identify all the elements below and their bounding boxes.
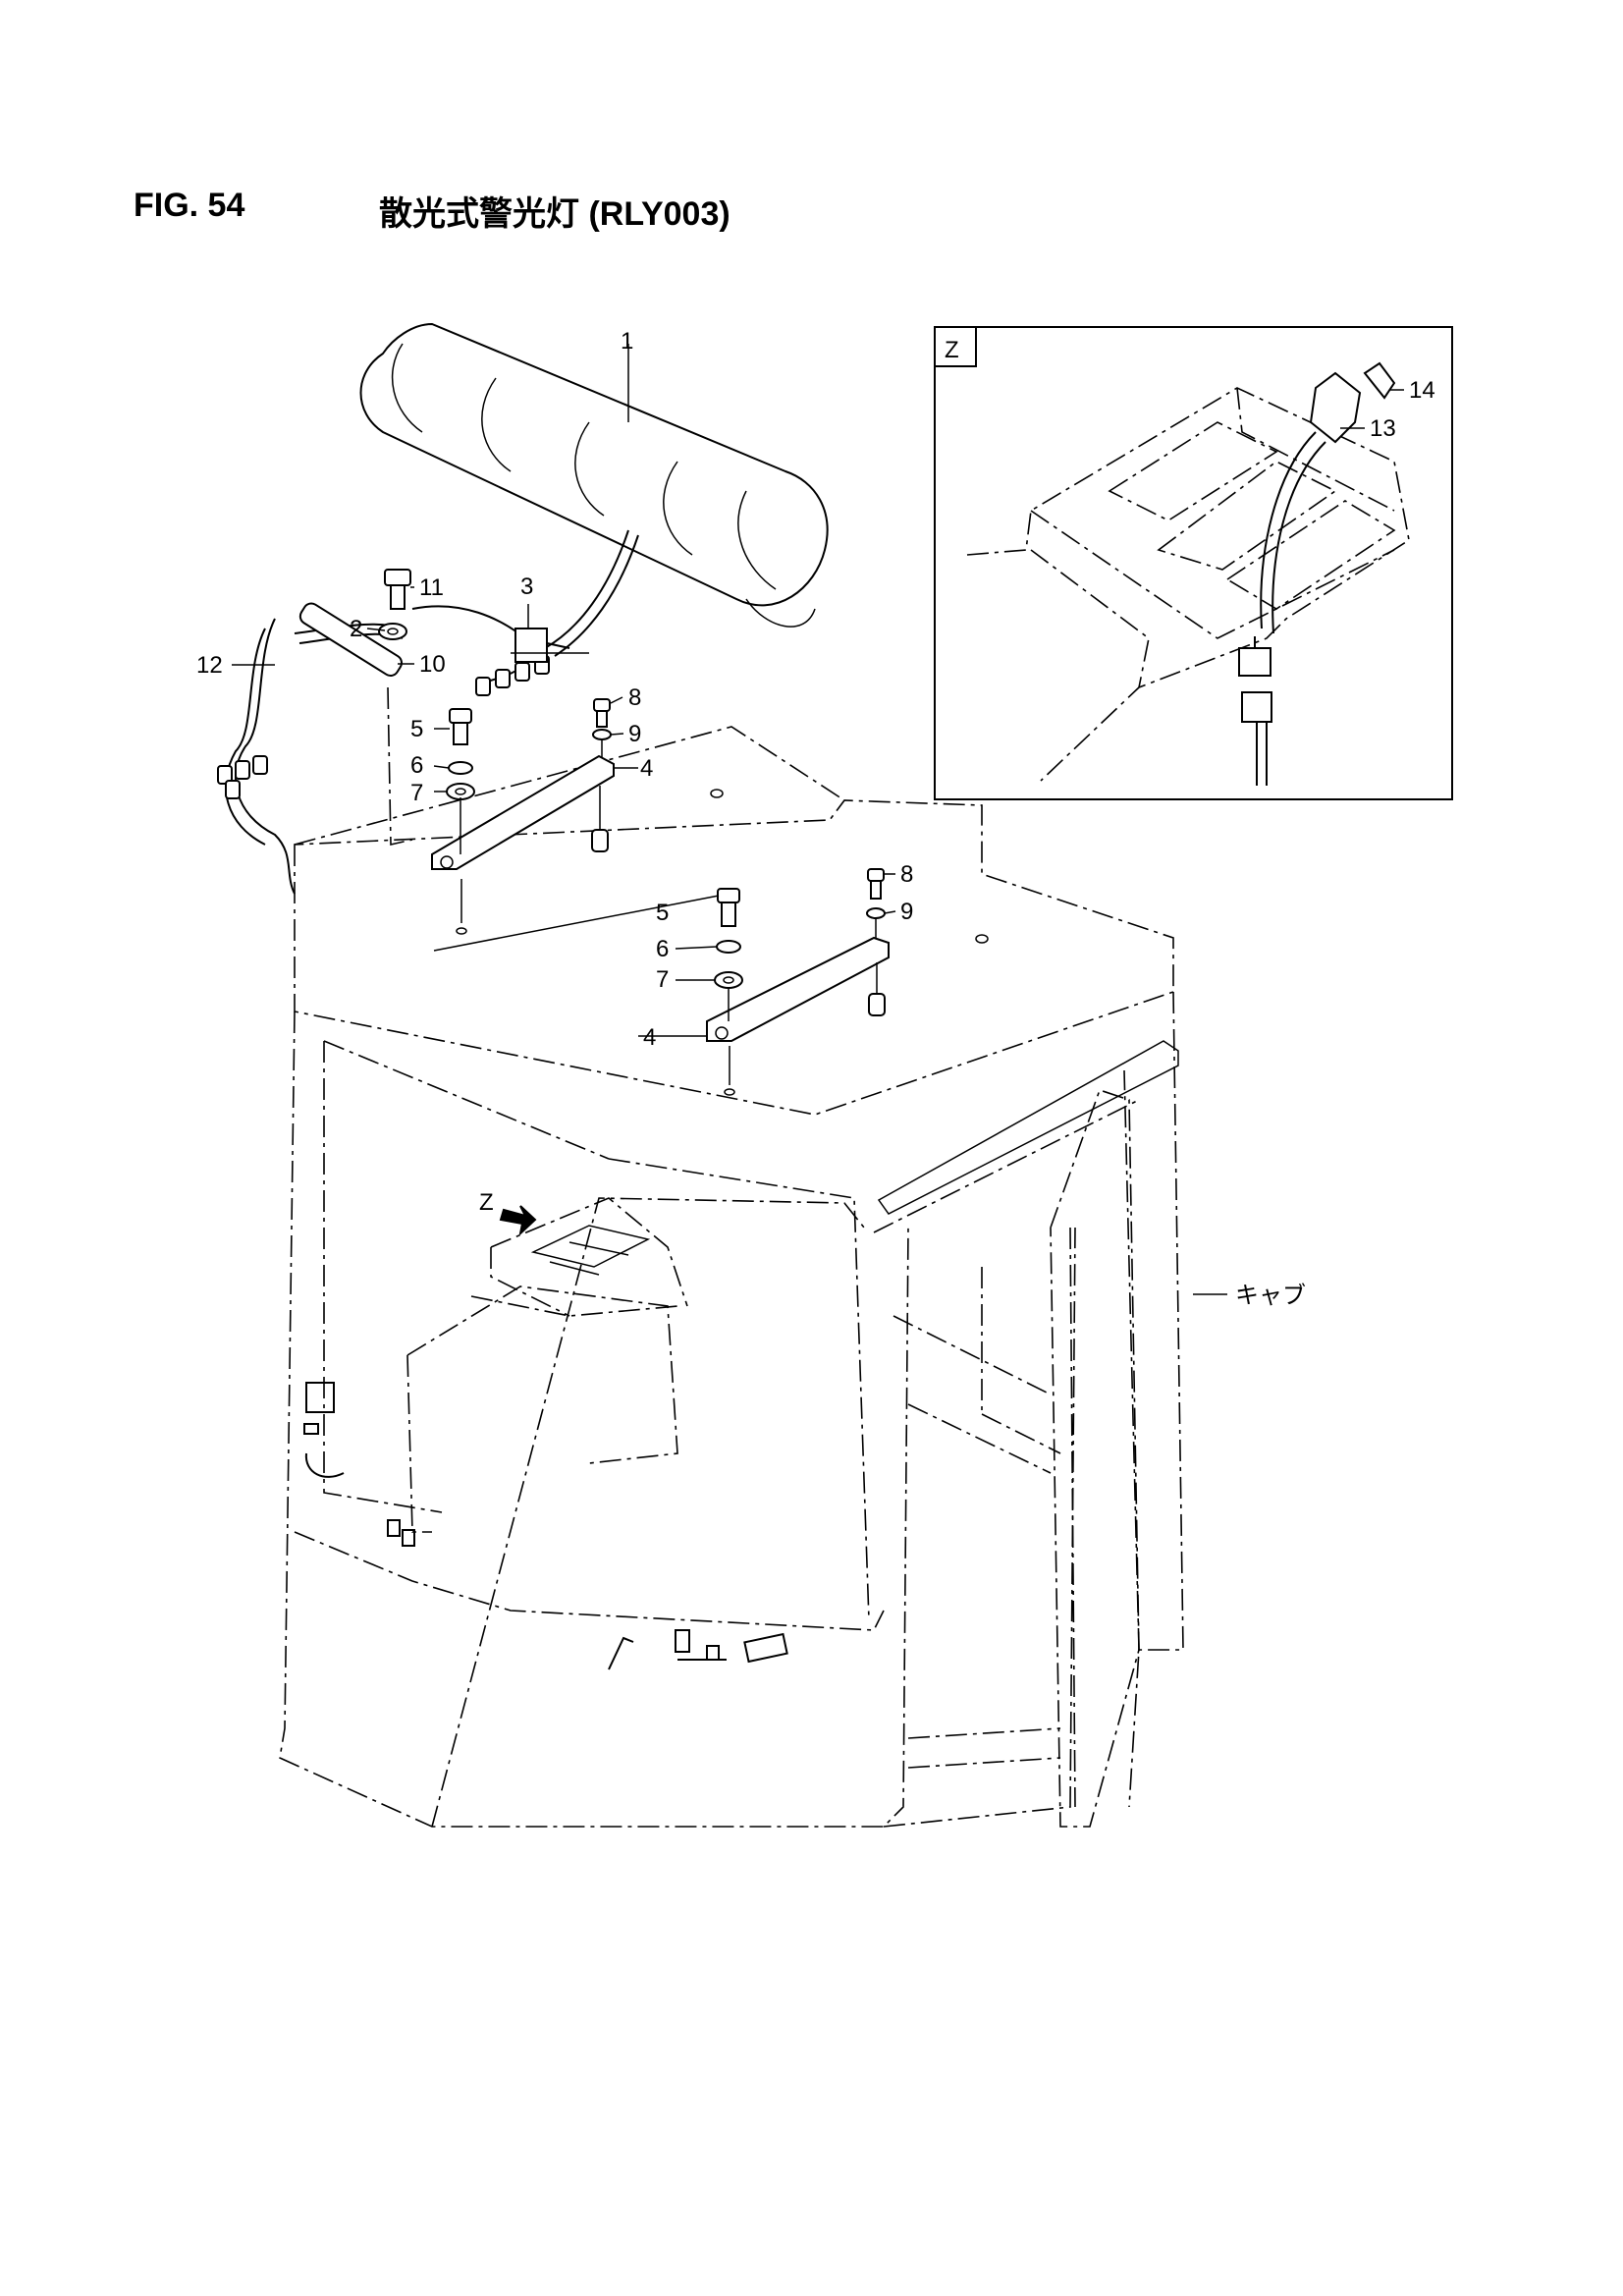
callout-1: 1 — [621, 328, 633, 355]
callout-7-left: 7 — [410, 780, 423, 806]
callout-10: 10 — [419, 651, 446, 678]
figure-title: 散光式警光灯 (RLY003) — [379, 195, 730, 233]
view-arrow-label: Z — [479, 1189, 494, 1216]
bracket-left — [431, 698, 615, 935]
detail-view-z: Z — [934, 326, 1453, 800]
detail-view-label: Z — [945, 337, 959, 363]
callout-4-left: 4 — [640, 755, 653, 782]
callout-9-right: 9 — [900, 899, 913, 925]
callout-5-left: 5 — [410, 716, 423, 742]
wiring-harness — [217, 569, 570, 895]
callout-leaders — [232, 344, 1404, 1295]
callout-labels: 1 2 3 4 4 5 5 6 6 7 7 8 8 9 9 10 11 12 1… — [196, 328, 1435, 1309]
callout-14: 14 — [1409, 377, 1435, 404]
callout-12: 12 — [196, 652, 223, 679]
callout-9-left: 9 — [628, 721, 641, 747]
view-arrow-z: Z — [479, 1189, 537, 1236]
callout-2: 2 — [350, 616, 362, 642]
callout-8-right: 8 — [900, 861, 913, 888]
callout-6-left: 6 — [410, 752, 423, 779]
callout-11: 11 — [419, 574, 444, 601]
callout-7-right: 7 — [656, 966, 669, 993]
callout-3: 3 — [520, 574, 533, 600]
callout-cab: キャブ — [1235, 1283, 1306, 1309]
beacon-lamp — [359, 322, 829, 657]
cab-outline — [279, 726, 1184, 1828]
cab-interior-parts — [303, 1225, 788, 1670]
callout-4-right: 4 — [643, 1024, 656, 1051]
callout-13: 13 — [1370, 415, 1396, 442]
bracket-right — [706, 789, 989, 1096]
callout-5-right: 5 — [656, 900, 669, 926]
callout-6-right: 6 — [656, 936, 669, 962]
callout-8-left: 8 — [628, 684, 641, 711]
figure-number: FIG. 54 — [134, 187, 245, 224]
